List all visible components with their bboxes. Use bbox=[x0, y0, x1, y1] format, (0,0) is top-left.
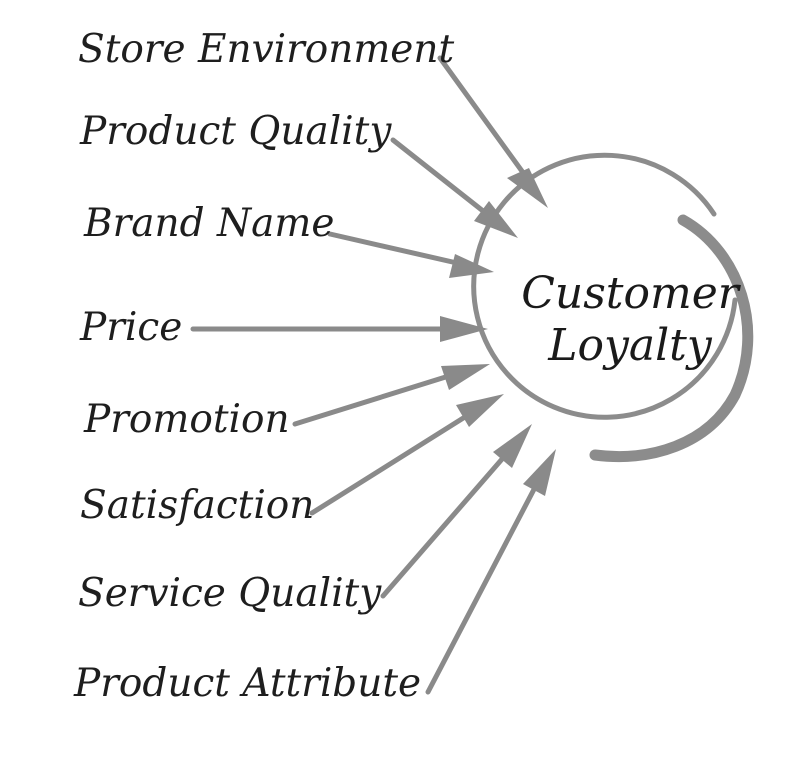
center-label-line1: Customer bbox=[521, 268, 739, 319]
factor-label-promotion: Promotion bbox=[84, 397, 290, 442]
center-circle-outline bbox=[471, 152, 738, 420]
arrow-brand-name bbox=[327, 231, 494, 278]
center-circle-swoosh bbox=[589, 214, 754, 463]
center-label: Customer Loyalty bbox=[496, 268, 764, 372]
arrow-satisfaction bbox=[309, 394, 504, 516]
factor-label-service-quality: Service Quality bbox=[78, 571, 382, 616]
factor-label-product-attribute: Product Attribute bbox=[74, 661, 422, 706]
arrow-promotion bbox=[292, 364, 490, 427]
arrow-store-environment bbox=[437, 55, 548, 208]
arrow-product-attribute bbox=[425, 449, 556, 695]
arrow-service-quality bbox=[380, 424, 532, 599]
factor-label-price: Price bbox=[80, 305, 183, 350]
arrow-price bbox=[190, 316, 488, 342]
factor-label-store-environment: Store Environment bbox=[78, 27, 455, 72]
arrow-product-quality bbox=[390, 137, 518, 238]
factor-label-product-quality: Product Quality bbox=[80, 109, 392, 154]
factor-label-brand-name: Brand Name bbox=[84, 201, 335, 246]
factor-label-satisfaction: Satisfaction bbox=[80, 483, 315, 528]
center-label-line2: Loyalty bbox=[548, 319, 712, 371]
